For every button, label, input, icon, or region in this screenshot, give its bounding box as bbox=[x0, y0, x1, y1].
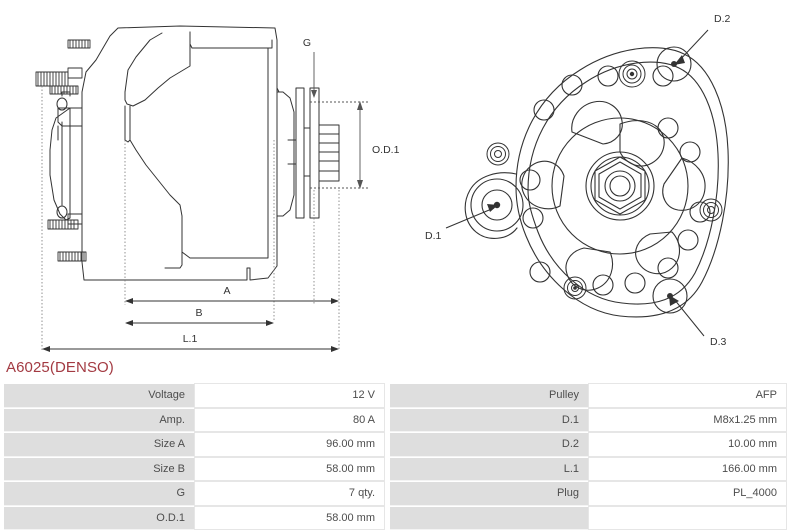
spec-value: 80 A bbox=[194, 407, 385, 432]
label-a: A bbox=[223, 285, 230, 297]
spec-table-right: Pulley AFP D.1 M8x1.25 mm D.2 10.00 mm L… bbox=[390, 383, 787, 530]
g-leader-line bbox=[311, 52, 317, 98]
d1-leader-line bbox=[445, 204, 498, 229]
table-row: L.1 166.00 mm bbox=[390, 456, 787, 481]
spec-label: L.1 bbox=[390, 456, 588, 481]
spec-label: O.D.1 bbox=[4, 505, 194, 530]
table-row bbox=[390, 505, 787, 530]
page-title: A6025(DENSO) bbox=[6, 359, 114, 376]
spec-value: 10.00 mm bbox=[588, 432, 787, 457]
spec-label: D.1 bbox=[390, 407, 588, 432]
table-row: G 7 qty. bbox=[4, 481, 385, 506]
label-od1: O.D.1 bbox=[372, 144, 400, 156]
spec-table-left: Voltage 12 V Amp. 80 A Size A 96.00 mm S… bbox=[4, 383, 385, 530]
table-row: O.D.1 58.00 mm bbox=[4, 505, 385, 530]
label-d1: D.1 bbox=[425, 230, 442, 242]
front-view-svg: D.2 D.1 D.3 bbox=[425, 13, 731, 348]
spec-value: 12 V bbox=[194, 383, 385, 408]
table-row: Size B 58.00 mm bbox=[4, 456, 385, 481]
side-view-svg: G O.D.1 bbox=[35, 25, 400, 352]
label-b: B bbox=[195, 307, 202, 319]
spec-label: G bbox=[4, 481, 194, 506]
spec-label: Plug bbox=[390, 481, 588, 506]
d2-leader-line bbox=[674, 29, 709, 65]
extension-lines bbox=[41, 86, 340, 350]
label-g: G bbox=[303, 37, 311, 49]
spec-label: Voltage bbox=[4, 383, 194, 408]
label-d3: D.3 bbox=[710, 336, 727, 348]
label-d2: D.2 bbox=[714, 13, 731, 25]
table-row: Size A 96.00 mm bbox=[4, 432, 385, 457]
spec-value: 96.00 mm bbox=[194, 432, 385, 457]
spec-value: AFP bbox=[588, 383, 787, 408]
table-row: Pulley AFP bbox=[390, 383, 787, 408]
spec-label: Size A bbox=[4, 432, 194, 457]
spec-value: 166.00 mm bbox=[588, 456, 787, 481]
spec-label: D.2 bbox=[390, 432, 588, 457]
label-l1: L.1 bbox=[183, 333, 198, 345]
spec-label: Size B bbox=[4, 456, 194, 481]
alternator-side-view: G O.D.1 bbox=[0, 0, 400, 356]
technical-drawings-area: G O.D.1 bbox=[0, 0, 791, 356]
spec-value: M8x1.25 mm bbox=[588, 407, 787, 432]
table-row: Voltage 12 V bbox=[4, 383, 385, 408]
dimension-l1 bbox=[42, 346, 339, 352]
spec-label bbox=[390, 505, 588, 530]
dimension-b bbox=[125, 320, 274, 326]
spec-value: 58.00 mm bbox=[194, 505, 385, 530]
alternator-front-view: D.2 D.1 D.3 bbox=[420, 0, 791, 356]
table-row: Amp. 80 A bbox=[4, 407, 385, 432]
spec-value: 58.00 mm bbox=[194, 456, 385, 481]
table-row: D.2 10.00 mm bbox=[390, 432, 787, 457]
od1-dimension bbox=[310, 101, 368, 189]
spec-value: 7 qty. bbox=[194, 481, 385, 506]
d3-leader-line bbox=[669, 295, 705, 337]
spec-label: Pulley bbox=[390, 383, 588, 408]
spec-label: Amp. bbox=[4, 407, 194, 432]
table-row: Plug PL_4000 bbox=[390, 481, 787, 506]
table-row: D.1 M8x1.25 mm bbox=[390, 407, 787, 432]
dimension-a bbox=[125, 298, 339, 304]
spec-value: PL_4000 bbox=[588, 481, 787, 506]
spec-value bbox=[588, 505, 787, 530]
